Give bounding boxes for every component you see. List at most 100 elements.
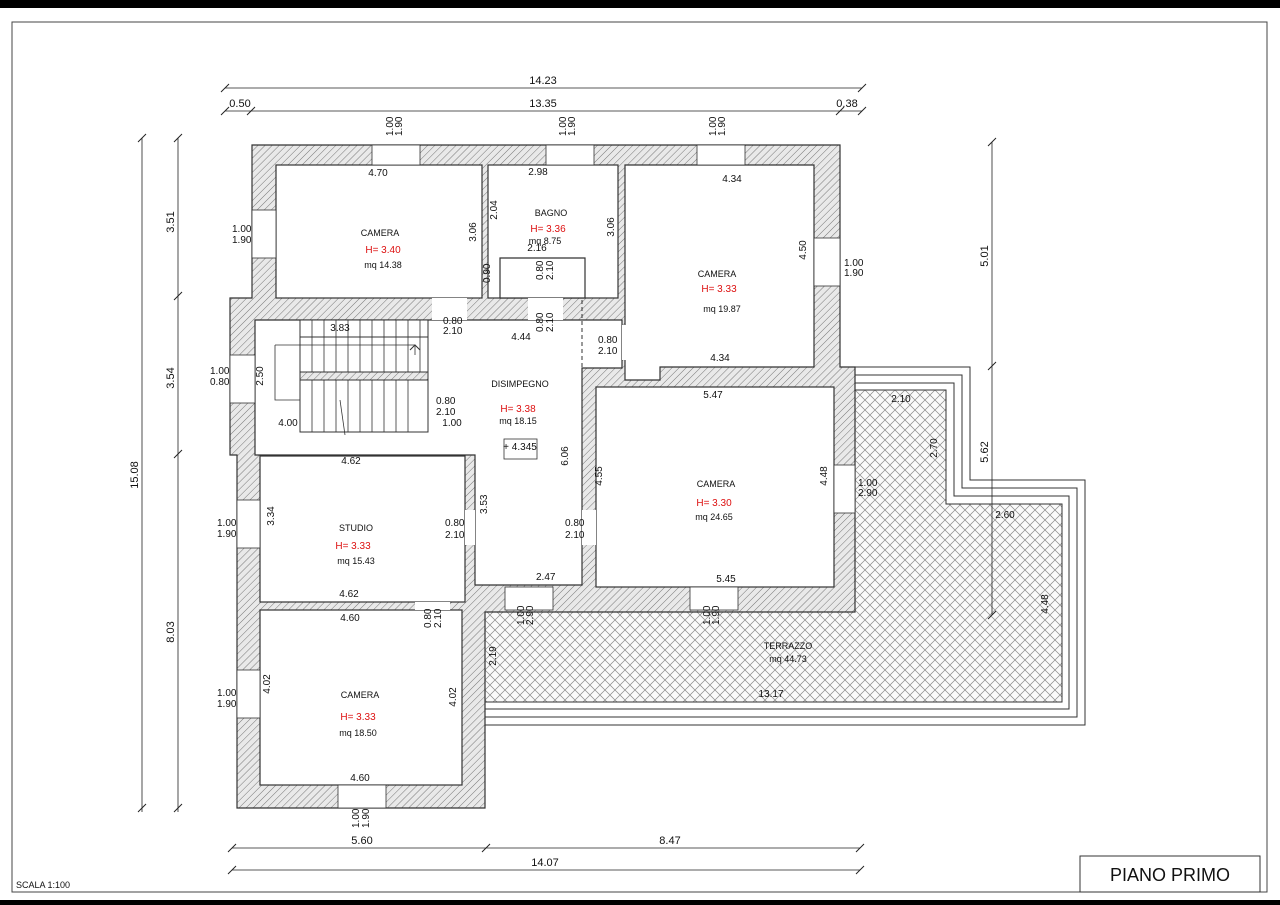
svg-text:0.80: 0.80 — [436, 396, 456, 407]
svg-text:1.00: 1.00 — [210, 366, 230, 377]
svg-text:2.10: 2.10 — [433, 608, 444, 628]
svg-text:mq 15.43: mq 15.43 — [337, 556, 375, 566]
svg-text:CAMERA: CAMERA — [341, 690, 380, 700]
svg-text:2.90: 2.90 — [858, 488, 878, 499]
svg-text:0.80: 0.80 — [445, 518, 465, 529]
svg-text:STUDIO: STUDIO — [339, 523, 373, 533]
svg-text:H= 3.40: H= 3.40 — [365, 245, 401, 256]
svg-text:1.00: 1.00 — [702, 605, 713, 625]
dim-left-total: 15.08 — [129, 461, 141, 489]
opening-labels: 1.00 1.90 1.00 1.90 1.00 1.90 1.00 1.90 … — [210, 116, 878, 828]
svg-text:4.00: 4.00 — [278, 418, 298, 429]
svg-text:mq 8.75: mq 8.75 — [529, 236, 562, 246]
svg-text:H= 3.33: H= 3.33 — [340, 712, 376, 723]
svg-text:1.90: 1.90 — [567, 116, 578, 136]
svg-text:1.90: 1.90 — [232, 235, 252, 246]
svg-text:2.10: 2.10 — [445, 530, 465, 541]
svg-text:4.50: 4.50 — [798, 240, 809, 260]
svg-text:2.10: 2.10 — [436, 407, 456, 418]
svg-text:4.48: 4.48 — [1040, 594, 1051, 614]
svg-text:0.80: 0.80 — [210, 377, 230, 388]
svg-text:4.02: 4.02 — [262, 674, 273, 694]
svg-text:2.98: 2.98 — [528, 167, 548, 178]
room-studio: STUDIO H= 3.33 mq 15.43 4.62 4.62 3.34 — [266, 456, 375, 600]
svg-text:4.70: 4.70 — [368, 168, 388, 179]
svg-text:2.10: 2.10 — [598, 346, 618, 357]
dim-bottom-left: 5.60 — [351, 835, 372, 847]
room-camera-1: CAMERA H= 3.40 mq 14.38 4.70 3.06 — [361, 168, 479, 270]
svg-text:2.10: 2.10 — [565, 530, 585, 541]
svg-text:5.45: 5.45 — [716, 574, 736, 585]
level-marker: + 4.345 — [503, 442, 537, 453]
svg-text:H= 3.33: H= 3.33 — [335, 541, 371, 552]
svg-text:2.50: 2.50 — [255, 366, 266, 386]
svg-text:4.34: 4.34 — [722, 174, 742, 185]
svg-text:5.47: 5.47 — [703, 390, 723, 401]
svg-text:2.60: 2.60 — [995, 510, 1015, 521]
svg-text:1.00: 1.00 — [351, 808, 362, 828]
svg-text:1.90: 1.90 — [394, 116, 405, 136]
svg-text:mq 18.50: mq 18.50 — [339, 728, 377, 738]
svg-text:1.00: 1.00 — [217, 688, 237, 699]
svg-text:1.00: 1.00 — [558, 116, 569, 136]
svg-text:2.10: 2.10 — [891, 394, 911, 405]
dim-right-b: 5.62 — [979, 441, 991, 462]
dim-top-right: 0.38 — [836, 98, 857, 110]
svg-text:0.80: 0.80 — [423, 608, 434, 628]
svg-text:1.90: 1.90 — [361, 808, 372, 828]
staircase — [274, 319, 429, 436]
svg-text:TERRAZZO: TERRAZZO — [764, 641, 813, 651]
svg-text:1.90: 1.90 — [717, 116, 728, 136]
svg-text:CAMERA: CAMERA — [698, 269, 737, 279]
svg-text:4.44: 4.44 — [511, 332, 531, 343]
svg-text:2.04: 2.04 — [489, 200, 500, 220]
overall-dimension-labels: 14.23 13.35 0.50 0.38 5.60 8.47 14.07 15… — [129, 75, 991, 869]
svg-text:1.00: 1.00 — [844, 258, 864, 269]
svg-text:1.00: 1.00 — [858, 478, 878, 489]
svg-text:mq 18.15: mq 18.15 — [499, 416, 537, 426]
svg-text:13.17: 13.17 — [758, 689, 783, 700]
svg-text:H= 3.33: H= 3.33 — [701, 284, 737, 295]
svg-text:1.90: 1.90 — [844, 268, 864, 279]
svg-text:3.34: 3.34 — [266, 506, 277, 526]
svg-text:1.00: 1.00 — [516, 605, 527, 625]
svg-text:2.47: 2.47 — [536, 572, 556, 583]
interior-doors — [415, 298, 628, 610]
svg-text:1.90: 1.90 — [711, 605, 722, 625]
svg-text:4.48: 4.48 — [819, 466, 830, 486]
svg-text:2.10: 2.10 — [545, 260, 556, 280]
svg-text:0.80: 0.80 — [443, 316, 463, 327]
svg-text:BAGNO: BAGNO — [535, 208, 568, 218]
svg-text:CAMERA: CAMERA — [361, 228, 400, 238]
dim-top-inner: 13.35 — [529, 98, 557, 110]
scale-label: SCALA 1:100 — [16, 880, 70, 890]
svg-text:2.16: 2.16 — [527, 243, 547, 254]
windows — [229, 144, 856, 809]
dimension-lines — [137, 83, 997, 875]
svg-text:H= 3.30: H= 3.30 — [696, 498, 732, 509]
svg-text:0.80: 0.80 — [598, 335, 618, 346]
svg-text:1.90: 1.90 — [217, 529, 237, 540]
svg-text:4.60: 4.60 — [350, 773, 370, 784]
svg-text:3.53: 3.53 — [479, 494, 490, 514]
sheet-border — [11, 21, 1268, 893]
svg-text:mq 19.87: mq 19.87 — [703, 304, 741, 314]
room-bagno: BAGNO H= 3.36 mq 8.75 2.98 3.06 2.04 2.1… — [489, 167, 617, 254]
stair-dims: 3.83 4.00 2.50 1.00 — [255, 323, 462, 429]
room-disimpegno: DISIMPEGNO H= 3.38 mq 18.15 4.44 6.06 + … — [491, 332, 571, 466]
room-camera-4: CAMERA H= 3.33 mq 18.50 4.60 4.60 4.02 4… — [262, 613, 459, 784]
svg-text:4.34: 4.34 — [710, 353, 730, 364]
svg-text:2.10: 2.10 — [545, 312, 556, 332]
dim-right-a: 5.01 — [979, 245, 991, 266]
svg-text:2.70: 2.70 — [929, 438, 940, 458]
dim-top-left: 0.50 — [229, 98, 250, 110]
svg-text:mq 14.38: mq 14.38 — [364, 260, 402, 270]
svg-text:4.62: 4.62 — [339, 589, 359, 600]
svg-text:0.80: 0.80 — [535, 312, 546, 332]
dim-left-c: 8.03 — [165, 621, 177, 642]
room-camera-3: CAMERA H= 3.30 mq 24.65 5.47 5.45 4.55 4… — [594, 390, 830, 585]
room-camera-2: CAMERA H= 3.33 mq 19.87 4.34 4.34 4.50 — [698, 174, 809, 364]
svg-text:3.06: 3.06 — [606, 217, 617, 237]
svg-text:H= 3.38: H= 3.38 — [500, 404, 536, 415]
